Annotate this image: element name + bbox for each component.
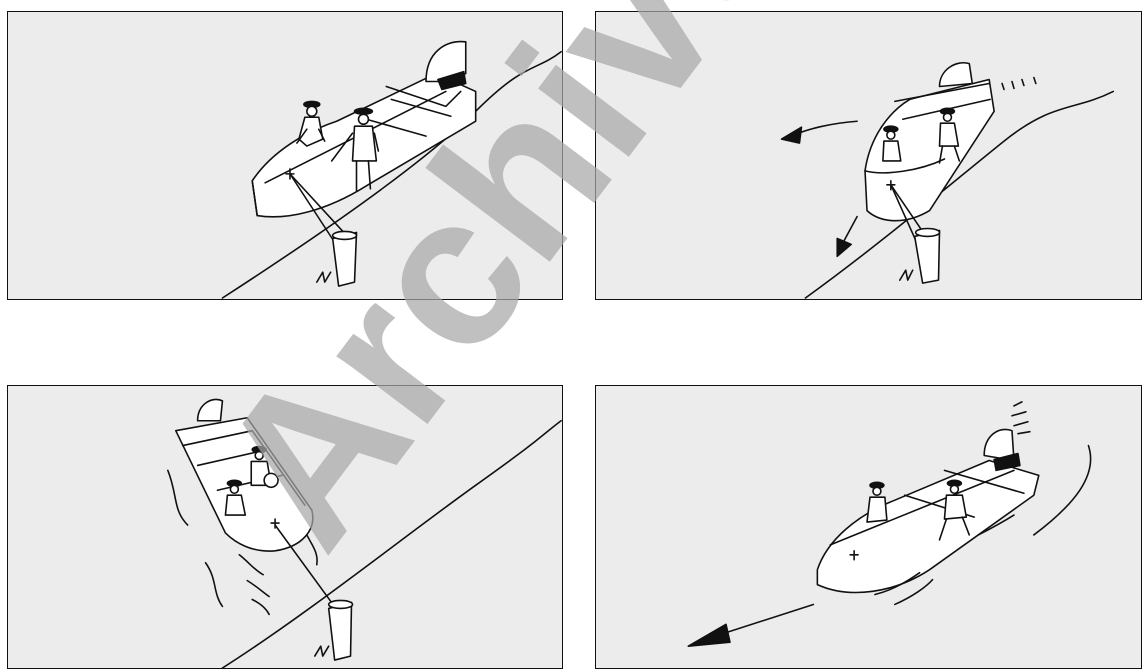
drift-arrow-icon bbox=[837, 217, 857, 257]
panel-1-illustration bbox=[8, 12, 562, 299]
person-seated bbox=[297, 101, 325, 146]
panel-2-boat-drifting bbox=[595, 11, 1142, 300]
mooring-post bbox=[900, 228, 940, 283]
panel-2-illustration bbox=[596, 12, 1141, 299]
panel-4-illustration bbox=[596, 386, 1141, 668]
wake-marks bbox=[1002, 78, 1036, 90]
outboard-motor bbox=[940, 63, 973, 87]
panel-4-boat-departing bbox=[595, 385, 1142, 669]
person-1 bbox=[867, 482, 887, 522]
panel-3-boat-swung-out bbox=[7, 385, 563, 669]
boat-hull bbox=[817, 460, 1038, 592]
mooring-post bbox=[315, 600, 353, 660]
departure-arrow-icon bbox=[688, 604, 813, 646]
outboard-motor bbox=[426, 42, 466, 90]
shore-curve bbox=[1034, 446, 1091, 535]
panel-1-boat-moored bbox=[7, 11, 563, 300]
outboard-motor bbox=[198, 399, 223, 420]
mooring-post bbox=[317, 231, 357, 286]
panel-3-illustration bbox=[8, 386, 562, 668]
motor-vibration-marks bbox=[1012, 402, 1030, 434]
boat-hull bbox=[176, 418, 313, 551]
push-arrow-icon bbox=[782, 121, 857, 143]
